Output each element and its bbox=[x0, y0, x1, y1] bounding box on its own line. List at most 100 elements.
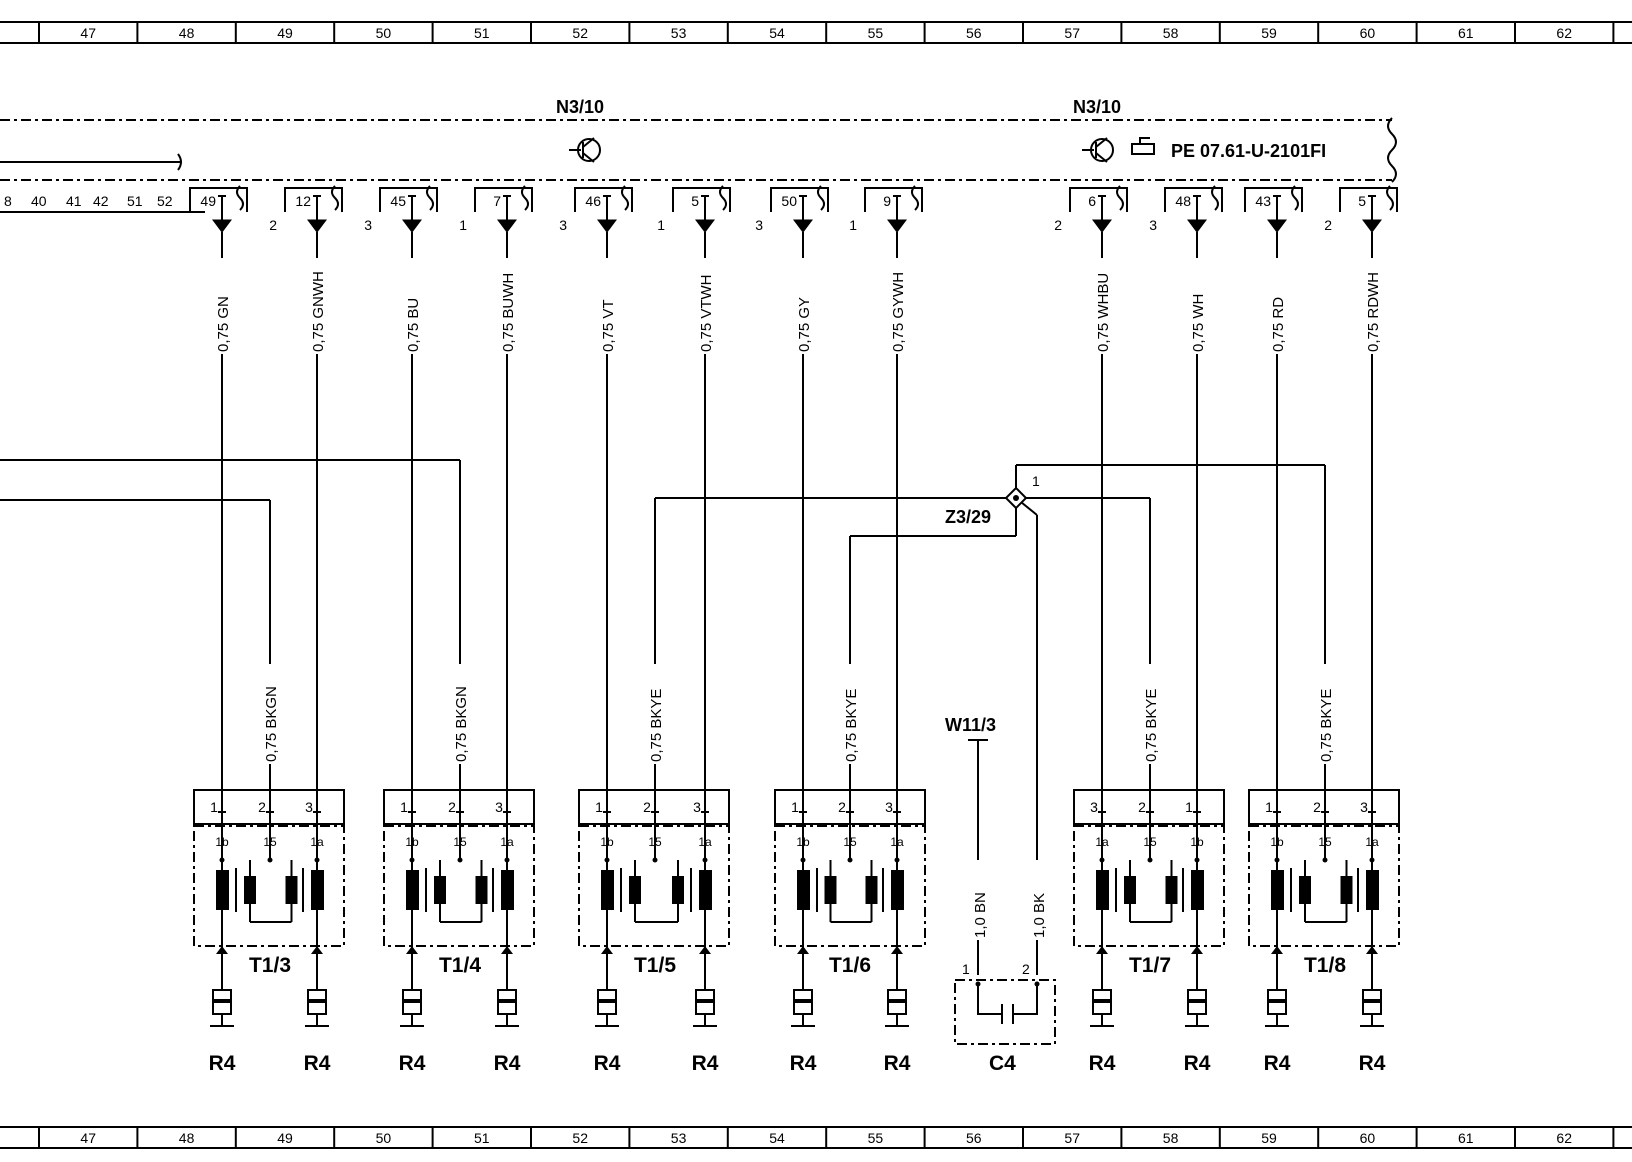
connector-group-number: 1 bbox=[849, 217, 857, 233]
ecu-left-pin: 8 bbox=[4, 193, 12, 209]
plug-label: R4 bbox=[884, 1052, 911, 1075]
coil-body-box bbox=[383, 825, 535, 947]
plug-body bbox=[212, 1001, 232, 1015]
connector-pin-number: 49 bbox=[200, 193, 216, 209]
coil-junction bbox=[1147, 857, 1153, 863]
plug-insulator bbox=[1092, 989, 1112, 1001]
connector-group-number: 3 bbox=[1149, 217, 1157, 233]
pin-arrow-icon bbox=[497, 219, 517, 233]
connector-pin-number: 5 bbox=[691, 193, 699, 209]
wire-label: 0,75 GN bbox=[215, 296, 232, 352]
ruler-bottom-number: 47 bbox=[80, 1130, 96, 1146]
plug-arrow-icon bbox=[501, 946, 513, 954]
connector-pin-box bbox=[864, 187, 923, 212]
spark-plug: R4 bbox=[209, 946, 236, 1075]
plug-label: R4 bbox=[209, 1052, 236, 1075]
splice-dot bbox=[1013, 495, 1019, 501]
connector-break-mark bbox=[331, 185, 339, 211]
connector-pin-number: 5 bbox=[1358, 193, 1366, 209]
plug-body bbox=[793, 1001, 813, 1015]
bus-end-mark bbox=[177, 153, 182, 171]
connector-group-number: 1 bbox=[657, 217, 665, 233]
spark-plug: R4 bbox=[494, 946, 521, 1075]
plug-body bbox=[1187, 1001, 1207, 1015]
pin-arrow-icon bbox=[1362, 219, 1382, 233]
wire-label-bg bbox=[1266, 258, 1288, 354]
spark-plug: R4 bbox=[1359, 946, 1386, 1075]
plug-insulator bbox=[1267, 989, 1287, 1001]
plug-insulator bbox=[793, 989, 813, 1001]
plug-label: R4 bbox=[790, 1052, 817, 1075]
connector-pin-box bbox=[474, 187, 533, 212]
secondary-winding-icon bbox=[629, 876, 641, 904]
plug-arrow-icon bbox=[1271, 946, 1283, 954]
coil-pin-number: 2 bbox=[838, 799, 846, 815]
spark-plug: R4 bbox=[1264, 946, 1291, 1075]
cap-wire-label-bk: 1,0 BK bbox=[1031, 893, 1048, 938]
plug-insulator bbox=[695, 989, 715, 1001]
feed-wire-label: 0,75 BKGN bbox=[263, 686, 280, 762]
ecu-label-right: N3/10 bbox=[1073, 97, 1121, 117]
spark-plug: R4 bbox=[304, 946, 331, 1075]
connector-group-number: 1 bbox=[459, 217, 467, 233]
feed-label-bg bbox=[1314, 664, 1336, 764]
plug-label: R4 bbox=[692, 1052, 719, 1075]
coil-junction bbox=[847, 857, 853, 863]
ruler-top-number: 56 bbox=[966, 25, 982, 41]
plug-insulator bbox=[212, 989, 232, 1001]
plug-arrow-icon bbox=[1366, 946, 1378, 954]
coil-pin-number: 3 bbox=[1090, 799, 1098, 815]
connector-pin-number: 9 bbox=[883, 193, 891, 209]
spark-plug: R4 bbox=[594, 946, 621, 1075]
coil-body-box bbox=[1248, 825, 1400, 947]
coil-pin-number: 3 bbox=[885, 799, 893, 815]
secondary-winding-icon bbox=[244, 876, 256, 904]
pin-arrow-icon bbox=[1187, 219, 1207, 233]
connector-pin-box bbox=[189, 187, 248, 212]
coil-label: T1/4 bbox=[439, 954, 481, 977]
ruler-bottom-number: 56 bbox=[966, 1130, 982, 1146]
connector-pin-box bbox=[1244, 187, 1303, 212]
wire-label: 0,75 RD bbox=[1270, 297, 1287, 352]
secondary-winding-icon bbox=[865, 876, 878, 904]
connector-break-mark bbox=[621, 185, 629, 211]
ruler-top-number: 49 bbox=[277, 25, 293, 41]
plug-label: R4 bbox=[399, 1052, 426, 1075]
plug-body bbox=[1092, 1001, 1112, 1015]
wire-label: 0,75 VTWH bbox=[698, 274, 715, 352]
cap-wire-label-bn: 1,0 BN bbox=[972, 892, 989, 938]
wire-label-bg bbox=[694, 258, 716, 354]
connector-group-number: 2 bbox=[1054, 217, 1062, 233]
ecu-left-pin: 51 bbox=[127, 193, 143, 209]
pin-arrow-icon bbox=[1267, 219, 1287, 233]
coil-pin-number: 3 bbox=[305, 799, 313, 815]
coil-pin-number: 3 bbox=[1360, 799, 1368, 815]
connector-break-mark bbox=[1116, 185, 1124, 211]
coil-t1-6: 11b21531aT1/6 bbox=[774, 789, 926, 977]
primary-winding-icon bbox=[1366, 870, 1379, 910]
coil-pin-number: 2 bbox=[258, 799, 266, 815]
feed-label-bg bbox=[644, 664, 666, 764]
spark-plug: R4 bbox=[1089, 946, 1116, 1075]
coil-junction bbox=[1322, 857, 1328, 863]
secondary-winding-icon bbox=[1165, 876, 1178, 904]
plug-arrow-icon bbox=[797, 946, 809, 954]
plug-insulator bbox=[402, 989, 422, 1001]
feed-wire-label: 0,75 BKYE bbox=[648, 689, 665, 762]
feed-wire-label: 0,75 BKYE bbox=[1318, 689, 1335, 762]
plug-body bbox=[695, 1001, 715, 1015]
feed-label-bg bbox=[1139, 664, 1161, 764]
secondary-winding-icon bbox=[672, 876, 684, 904]
primary-winding-icon bbox=[891, 870, 904, 910]
coil-pin-number: 3 bbox=[495, 799, 503, 815]
ruler-top-number: 52 bbox=[572, 25, 588, 41]
ground-label: W11/3 bbox=[945, 715, 996, 735]
ruler-bottom-number: 50 bbox=[376, 1130, 392, 1146]
spark-plug: R4 bbox=[884, 946, 911, 1075]
connector-break-mark bbox=[1386, 185, 1394, 211]
secondary-winding-icon bbox=[1299, 876, 1311, 904]
ecu-left-pin: 42 bbox=[93, 193, 109, 209]
spark-plug: R4 bbox=[790, 946, 817, 1075]
wire-label: 0,75 WHBU bbox=[1095, 273, 1112, 352]
transistor-collector bbox=[1095, 137, 1108, 148]
